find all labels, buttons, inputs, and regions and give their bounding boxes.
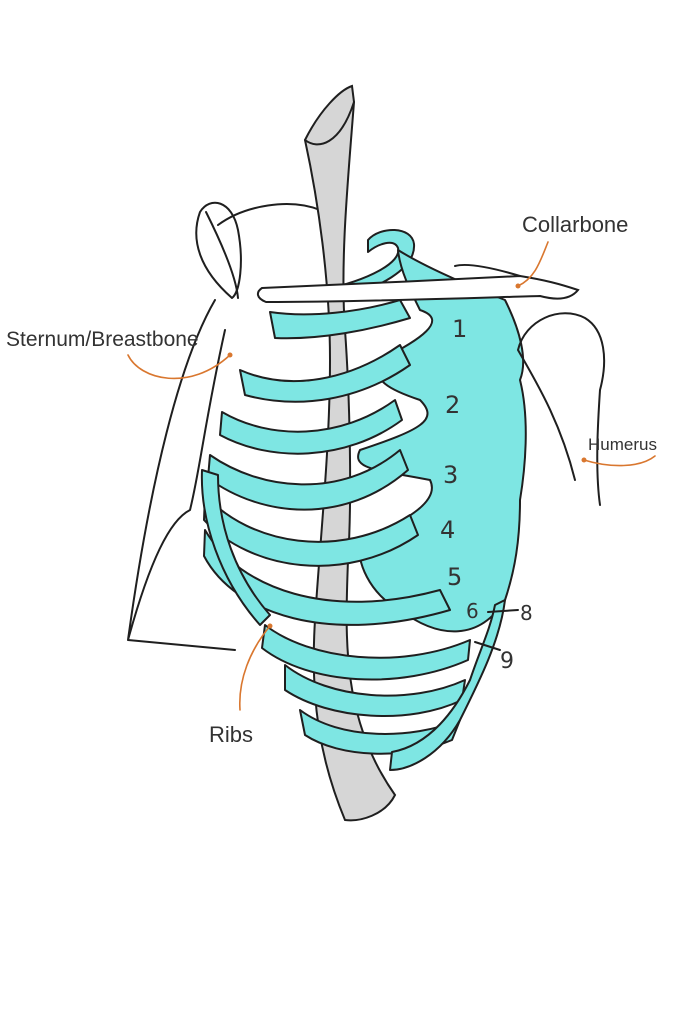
rib-number-8: 8	[520, 601, 533, 625]
sternum-leader	[127, 354, 231, 380]
ribs-label: Ribs	[209, 722, 253, 747]
sternum-bone	[303, 84, 397, 822]
ribs-leader-dot	[267, 623, 273, 629]
rib-number-2: 2	[445, 391, 460, 419]
rib-number-1: 1	[452, 315, 467, 343]
ribs-leader	[239, 625, 271, 711]
collarbone-leader	[517, 241, 549, 287]
acromion	[454, 263, 521, 277]
collarbone-leader-dot	[515, 283, 521, 289]
humerus-leader	[583, 455, 656, 467]
rib-band-8	[284, 664, 466, 718]
rib-right-lower	[389, 599, 506, 771]
scapula-outline	[195, 201, 242, 299]
collarbone-bone	[256, 274, 580, 304]
rib-8-pointer	[487, 609, 519, 613]
sternum-top-cap	[304, 101, 355, 146]
humerus-leader-dot	[581, 457, 587, 463]
rib-number-5: 5	[447, 563, 462, 591]
rib-band-7	[261, 624, 471, 681]
rib-band-1	[269, 299, 411, 340]
rib-number-4: 4	[440, 516, 455, 544]
humerus-label: Humerus	[588, 435, 657, 454]
rib-band-4	[207, 449, 409, 511]
shoulder-arch	[205, 203, 321, 299]
rib-band-5	[203, 494, 419, 567]
sternum-leader-dot	[227, 352, 233, 358]
rib-number-3: 3	[443, 461, 458, 489]
leader-lines	[127, 241, 656, 711]
sternum-label: Sternum/Breastbone	[6, 328, 199, 351]
rib-9-pointer	[474, 641, 501, 651]
collarbone-label: Collarbone	[522, 212, 628, 237]
humerus-bone	[517, 312, 606, 506]
rib-number-6: 6	[466, 599, 479, 623]
scapula-body	[127, 299, 236, 651]
rib-number-9: 9	[500, 649, 514, 674]
rib-band-3	[219, 399, 403, 455]
rib-band-2	[239, 344, 411, 403]
ribcage-left-edge	[200, 469, 271, 626]
